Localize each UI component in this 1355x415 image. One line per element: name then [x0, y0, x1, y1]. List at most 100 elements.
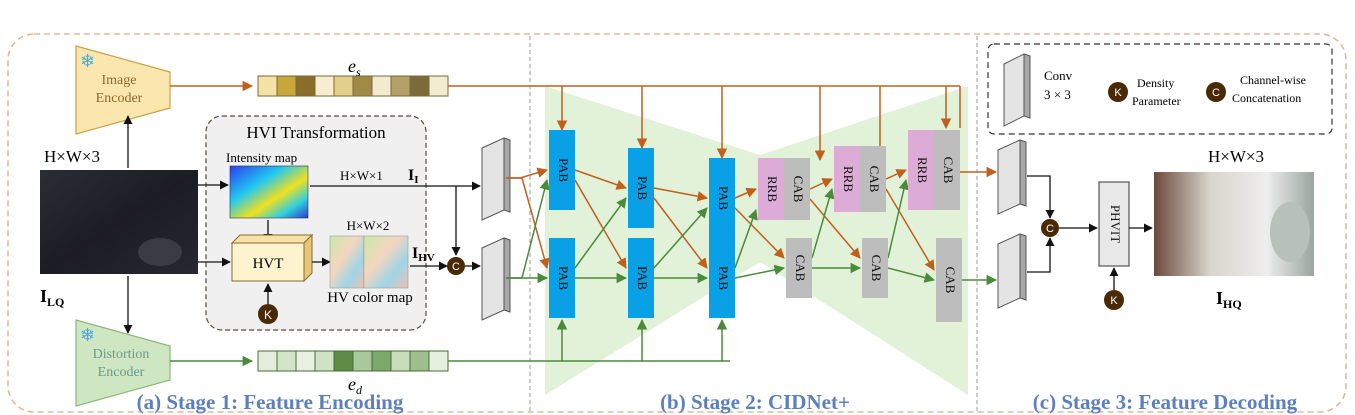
- pab-to-rrb-green-0: [734, 209, 758, 269]
- dim-hw2-label: H×W×2: [347, 218, 390, 233]
- image-encoder: ❄ Image Encoder: [75, 45, 171, 135]
- es-cell: [276, 75, 297, 97]
- output-dim-label: H×W×3: [1208, 147, 1264, 166]
- cab-bottom-2: CAB: [936, 238, 962, 322]
- image-encoder-label-2: Encoder: [96, 91, 143, 106]
- stage1-label: (a) Stage 1: Feature Encoding: [137, 390, 404, 414]
- legend-conv-line2: 3 × 3: [1044, 87, 1071, 102]
- density-parameter-node-stage3: K: [1104, 290, 1124, 310]
- pab-top-0: PAB: [549, 130, 575, 210]
- pab-bot-cross-0: [574, 197, 627, 269]
- outer-frame: [7, 33, 1347, 413]
- pab-top-2-label: PAB: [716, 186, 731, 210]
- k-node-label: K: [264, 308, 272, 322]
- es-cell: [257, 75, 278, 97]
- input-dim-label: H×W×3: [44, 147, 100, 166]
- es-cell: [314, 75, 335, 97]
- ed-cell: [409, 350, 430, 372]
- c-node-label: C: [452, 261, 460, 273]
- legend-conv-shape: [1003, 53, 1031, 127]
- input-symbol: ILQ: [40, 286, 64, 309]
- cab-top-0: CAB: [784, 158, 810, 220]
- dec-top-cross-1: [885, 188, 935, 271]
- ed-cell: [257, 350, 278, 372]
- dec-top-link-1: [885, 169, 907, 180]
- legend-density-line1: Density: [1137, 76, 1174, 90]
- legend-density-node: K: [1108, 82, 1128, 102]
- es-embedding-vector: [257, 75, 449, 97]
- dec-bot-cross-0: [811, 187, 835, 259]
- pab-to-cab-bot-0: [734, 207, 785, 259]
- output-symbol: IHQ: [1216, 288, 1242, 311]
- ed-cell: [295, 350, 316, 372]
- pab-top-link-1: [653, 187, 709, 202]
- hv-color-map-image-v: [363, 235, 409, 289]
- ihv-label: IHV: [412, 245, 435, 264]
- dec-top-cross-0: [809, 198, 861, 259]
- cab-bottom-0-label: CAB: [793, 255, 808, 282]
- stage3-decoding: C PHVIT K: [997, 139, 1153, 310]
- hv-color-map-image-h: [329, 235, 365, 289]
- cab-bottom-2-label: CAB: [943, 267, 958, 294]
- ed-cell: [276, 350, 297, 372]
- dec-bot-cross-1: [887, 178, 909, 259]
- es-cell: [295, 75, 316, 97]
- pab-bottom-2: PAB: [709, 238, 735, 318]
- pab-bottom-1: PAB: [628, 238, 654, 318]
- cab-top-0-label: CAB: [791, 176, 806, 203]
- arrow-dec-top-to-concat: [1027, 175, 1055, 219]
- phvit-label: PHVIT: [1108, 205, 1123, 243]
- cab-bottom-1: CAB: [862, 238, 888, 298]
- cab-top-1: CAB: [860, 146, 886, 212]
- arrow-dec-bot-to-concat: [1027, 237, 1055, 273]
- legend-conv-line1: Conv: [1044, 68, 1073, 83]
- ed-embedding-vector: [257, 350, 449, 372]
- legend-k-label: K: [1114, 87, 1122, 99]
- pab-top-cross-0: [574, 179, 627, 269]
- rrb-2: RRB: [908, 130, 934, 210]
- hv-color-map-label: HV color map: [327, 290, 413, 306]
- pab-bottom-0: PAB: [549, 238, 575, 318]
- phvit-block: PHVIT: [1098, 181, 1130, 267]
- hvi-title: HVI Transformation: [246, 123, 386, 142]
- es-label: es: [348, 56, 361, 79]
- pab-to-cab-0: [734, 264, 786, 279]
- cab-top-2-label: CAB: [941, 157, 956, 184]
- rrb-0: RRB: [758, 158, 784, 220]
- output-image-detail: [1270, 202, 1310, 262]
- hvt-block: HVT: [230, 233, 314, 283]
- conv-block-hv: [481, 237, 511, 321]
- c-node-label: C: [1046, 223, 1054, 235]
- image-encoder-label-1: Image: [102, 73, 137, 88]
- pab-bottom-0-label: PAB: [556, 266, 571, 290]
- conv-to-pab-top-green: [506, 178, 550, 279]
- conv-to-pab-bot-orange: [506, 177, 550, 270]
- dim-hw1-label: H×W×1: [340, 168, 383, 183]
- k-node-label: K: [1110, 295, 1118, 307]
- ii-label: II: [408, 167, 419, 186]
- conv-block-intensity: [481, 137, 511, 221]
- es-cell: [428, 75, 449, 97]
- pab-to-rrb-0: [734, 187, 757, 199]
- pab-top-2: PAB: [709, 158, 735, 238]
- cab-top-2: CAB: [934, 130, 960, 210]
- ed-label: ed: [348, 374, 363, 397]
- cab-top-1-label: CAB: [867, 166, 882, 193]
- legend-channel-line2: Concatenation: [1232, 91, 1301, 105]
- pab-bottom-2-label: PAB: [716, 266, 731, 290]
- es-cell: [352, 75, 373, 97]
- legend-c-label: C: [1212, 87, 1220, 99]
- hvt-label: HVT: [253, 256, 284, 272]
- cab-bottom-1-label: CAB: [869, 255, 884, 282]
- pab-top-cross-1: [653, 197, 708, 269]
- es-cell: [333, 75, 354, 97]
- legend-channel-line1: Channel-wise: [1240, 73, 1306, 87]
- distortion-encoder: ❄ Distortion Encoder: [75, 319, 171, 407]
- dec-bot-link-1: [887, 267, 936, 283]
- es-cell: [371, 75, 392, 97]
- rrb-2-label: RRB: [915, 157, 930, 183]
- ed-cell: [352, 350, 373, 372]
- distortion-encoder-label-1: Distortion: [93, 347, 150, 362]
